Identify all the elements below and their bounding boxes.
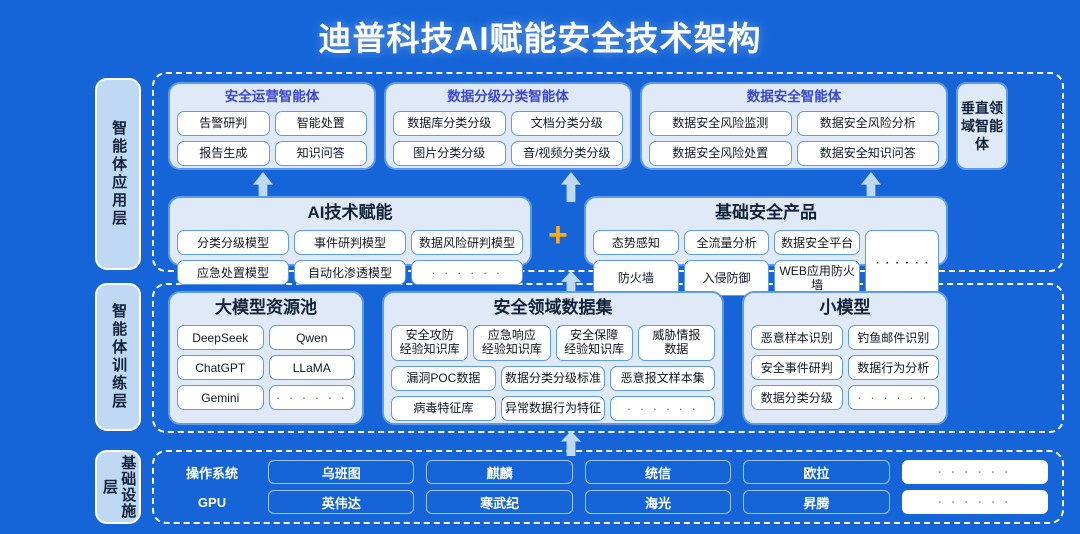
agent-item[interactable]: 文档分类分级 [510,110,623,136]
small-model-item[interactable]: 数据分类分级 [751,385,843,411]
llm-item[interactable]: Gemini [177,385,264,411]
agent-item[interactable]: 数据安全知识问答 [796,140,939,166]
panel-title: 小模型 [819,298,871,317]
dataset-row-3: 病毒特征库 异常数据行为特征 · · · · · · [391,395,715,421]
panel-title: 大模型资源池 [215,298,317,317]
infra-item[interactable]: 海光 [584,490,732,514]
agent-group-data-security: 数据安全智能体 数据安全风险监测 数据安全风险分析 数据安全风险处置 数据安全知… [640,82,948,170]
ai-model-item[interactable]: 应急处置模型 [177,260,289,286]
agent-item-grid: 数据安全风险监测 数据安全风险分析 数据安全风险处置 数据安全知识问答 [649,110,939,166]
plus-icon: + [548,216,568,254]
ai-empowerment-panel: AI技术赋能 分类分级模型 事件研判模型 数据风险研判模型 应急处置模型 自动化… [168,196,532,286]
llm-item[interactable]: Qwen [268,325,355,351]
infra-more[interactable]: · · · · · · [901,460,1049,484]
dataset-item[interactable]: 威胁情报数据 [637,325,715,361]
infra-item[interactable]: 麒麟 [426,460,573,484]
agent-group-security-operations: 安全运营智能体 告警研判 智能处置 报告生成 知识问答 [168,82,376,170]
dataset-row-2: 漏洞POC数据 数据分类分级标准 恶意报文样本集 [391,365,715,391]
infra-item[interactable]: 统信 [584,460,732,484]
infrastructure-rows: 操作系统 乌班图 麒麟 统信 欧拉 · · · · · · GPU 英伟达 寒武… [162,456,1054,518]
infra-row-label: 操作系统 [185,465,238,481]
infra-item[interactable]: 欧拉 [743,460,890,484]
agent-item-grid: 告警研判 智能处置 报告生成 知识问答 [177,110,367,166]
infra-item[interactable]: 乌班图 [268,460,415,484]
infra-row-label: GPU [197,494,227,510]
dataset-more[interactable]: · · · · · · [610,395,715,421]
rail-label-application: 智能体应用层 [95,78,141,270]
llm-item[interactable]: ChatGPT [177,355,264,381]
agent-item[interactable]: 报告生成 [177,140,270,166]
infrastructure-layer-container [152,450,1064,524]
product-item[interactable]: 入侵防御 [683,260,770,297]
llm-item[interactable]: DeepSeek [177,325,264,351]
small-model-item[interactable]: 钓鱼邮件识别 [847,325,939,351]
base-products-grid: 态势感知 全流量分析 数据安全平台 防火墙 入侵防御 WEB应用防火墙 [593,230,860,297]
agent-group-data-classification: 数据分级分类智能体 数据库分类分级 文档分类分级 图片分类分级 音/视频分类分级 [384,82,632,170]
llm-grid: DeepSeek Qwen ChatGPT LLaMA Gemini · · ·… [177,325,355,411]
small-model-item[interactable]: 安全事件研判 [751,355,843,381]
product-more[interactable]: · · · · · · [865,230,939,297]
infra-more[interactable]: · · · · · · [901,490,1049,514]
dataset-item[interactable]: 安全保障经验知识库 [555,325,633,361]
llm-item[interactable]: LLaMA [268,355,355,381]
security-dataset-panel: 安全领域数据集 安全攻防经验知识库 应急响应经验知识库 安全保障经验知识库 威胁… [382,291,724,425]
small-model-grid: 恶意样本识别 钓鱼邮件识别 安全事件研判 数据行为分析 数据分类分级 · · ·… [751,325,939,411]
agent-item[interactable]: 数据库分类分级 [393,110,506,136]
agent-group-title: 数据分级分类智能体 [447,89,569,104]
small-models-panel: 小模型 恶意样本识别 钓鱼邮件识别 安全事件研判 数据行为分析 数据分类分级 ·… [742,291,948,425]
small-model-item[interactable]: 数据行为分析 [847,355,939,381]
ai-model-item[interactable]: 数据风险研判模型 [411,230,523,256]
ai-model-item[interactable]: 分类分级模型 [177,230,289,256]
rail-label-infrastructure: 基础设施层 [95,450,141,524]
dataset-item[interactable]: 安全攻防经验知识库 [391,325,469,361]
llm-more[interactable]: · · · · · · [268,385,355,411]
product-item[interactable]: 数据安全平台 [774,230,860,256]
agent-item[interactable]: 图片分类分级 [393,140,506,166]
dataset-item[interactable]: 异常数据行为特征 [500,395,606,421]
panel-title: 安全领域数据集 [493,298,613,317]
ai-model-more[interactable]: · · · · · · [411,260,523,286]
base-products-panel: 基础安全产品 态势感知 全流量分析 数据安全平台 防火墙 入侵防御 WEB应用防… [584,196,948,297]
infra-item[interactable]: 寒武纪 [426,490,573,514]
agent-item[interactable]: 告警研判 [177,110,270,136]
ai-model-item[interactable]: 事件研判模型 [294,230,406,256]
agent-item[interactable]: 数据安全风险处置 [649,140,792,166]
small-model-more[interactable]: · · · · · · [847,385,939,411]
infra-item[interactable]: 英伟达 [268,490,415,514]
agent-item-grid: 数据库分类分级 文档分类分级 图片分类分级 音/视频分类分级 [393,110,623,166]
product-item[interactable]: 态势感知 [593,230,679,256]
ai-model-item[interactable]: 自动化渗透模型 [294,260,406,286]
panel-title: AI技术赋能 [307,203,393,222]
agent-item[interactable]: 数据安全风险监测 [649,110,792,136]
page-title: 迪普科技AI赋能安全技术架构 [318,20,762,57]
infra-item[interactable]: 昇腾 [743,490,890,514]
product-item[interactable]: 全流量分析 [683,230,770,256]
agent-item[interactable]: 音/视频分类分级 [510,140,623,166]
agent-group-title: 数据安全智能体 [746,89,842,104]
ai-empowerment-grid: 分类分级模型 事件研判模型 数据风险研判模型 应急处置模型 自动化渗透模型 · … [177,230,523,286]
infrastructure-row-os: 操作系统 乌班图 麒麟 统信 欧拉 · · · · · · [162,460,1054,484]
infrastructure-row-gpu: GPU 英伟达 寒武纪 海光 昇腾 · · · · · · [162,490,1054,514]
dataset-item[interactable]: 漏洞POC数据 [391,365,496,391]
base-products-wrap: 态势感知 全流量分析 数据安全平台 防火墙 入侵防御 WEB应用防火墙 · · … [593,230,939,297]
llm-resource-pool-panel: 大模型资源池 DeepSeek Qwen ChatGPT LLaMA Gemin… [168,291,364,425]
agent-item[interactable]: 数据安全风险分析 [796,110,939,136]
dataset-item[interactable]: 应急响应经验知识库 [473,325,551,361]
dataset-row-1: 安全攻防经验知识库 应急响应经验知识库 安全保障经验知识库 威胁情报数据 [391,325,715,361]
rail-label-training: 智能体训练层 [95,283,141,431]
dataset-item[interactable]: 病毒特征库 [391,395,496,421]
agent-item[interactable]: 智能处置 [274,110,367,136]
panel-title: 基础安全产品 [715,203,817,222]
dataset-item[interactable]: 恶意报文样本集 [610,365,715,391]
dataset-item[interactable]: 数据分类分级标准 [500,365,606,391]
agent-group-title: 安全运营智能体 [224,89,320,104]
small-model-item[interactable]: 恶意样本识别 [751,325,843,351]
product-item[interactable]: WEB应用防火墙 [774,260,860,297]
vertical-domain-agent-label: 垂直领域智能体 [956,82,1008,170]
agent-item[interactable]: 知识问答 [274,140,367,166]
